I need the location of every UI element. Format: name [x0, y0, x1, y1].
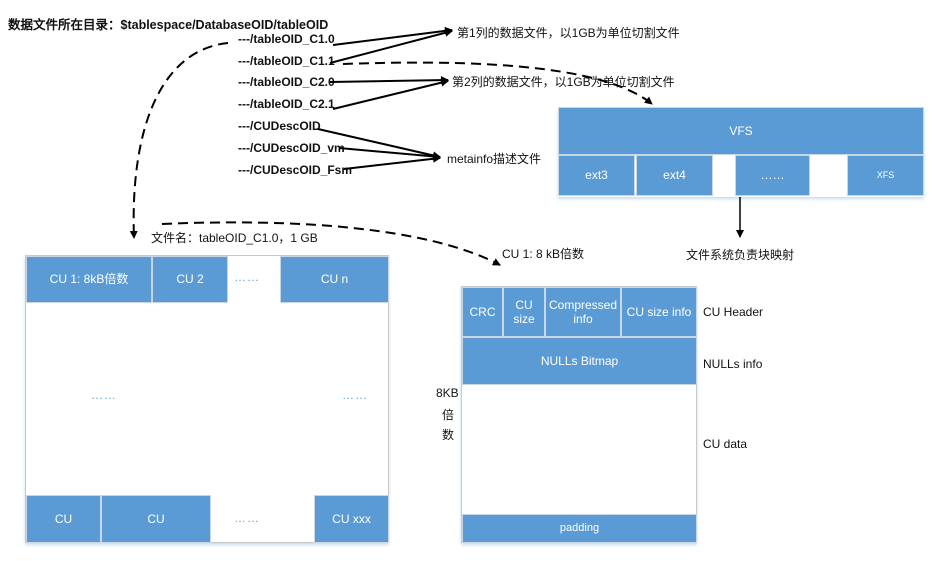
metainfo-annotation: metainfo描述文件	[447, 152, 542, 166]
label-nulls-info: NULLs info	[703, 357, 763, 371]
cu-bottom-cell-1: CU	[26, 495, 101, 543]
size-label-shu: 数	[442, 428, 455, 442]
file-item-c2-0: ---/tableOID_C2.0	[238, 75, 335, 89]
header-crc: CRC	[462, 287, 503, 337]
directory-label: 数据文件所在目录：$tablespace/DatabaseOID/tableOI…	[8, 18, 329, 32]
cu-bottom-cell-2: CU	[101, 495, 211, 543]
nulls-bitmap: NULLs Bitmap	[462, 337, 697, 385]
file-item-c1-0: ---/tableOID_C1.0	[238, 32, 335, 46]
cu-xxx-cell: CU xxx	[314, 495, 389, 543]
arrow-c1-0	[332, 26, 453, 46]
file-item-cudesc: ---/CUDescOID	[238, 119, 321, 133]
file-item-c1-1: ---/tableOID_C1.1	[238, 54, 335, 68]
fs-ext4: ext4	[636, 155, 713, 196]
arrow-c2-1	[332, 78, 449, 110]
file-item-cudesc-vm: ---/CUDescOID_vm	[238, 141, 345, 155]
arrow-cudesc-fsm	[343, 154, 441, 170]
middle-ellipsis-right: ……	[342, 388, 368, 402]
file-item-c2-1: ---/tableOID_C2.1	[238, 97, 335, 111]
fs-ellipsis: ……	[735, 155, 810, 196]
arrow-cudesc-vm	[338, 147, 441, 161]
cu-n-cell: CU n	[280, 256, 389, 303]
header-compressed-info: Compressed info	[545, 287, 621, 337]
vfs-block: VFS ext3 ext4 …… XFS	[558, 107, 924, 197]
col2-annotation: 第2列的数据文件，以1GB为单位切割文件	[452, 75, 675, 89]
top-row-ellipsis: ……	[234, 270, 260, 284]
header-cu-size: CU size	[503, 287, 545, 337]
size-label-8kb: 8KB	[436, 386, 459, 400]
cu-1-cell: CU 1: 8kB倍数	[26, 256, 152, 303]
arrow-c2-0	[329, 76, 449, 85]
file-item-cudesc-fsm: ---/CUDescOID_Fsm	[238, 163, 353, 177]
cu-2-cell: CU 2	[152, 256, 228, 303]
label-cu-data: CU data	[703, 437, 748, 451]
label-cu-header: CU Header	[703, 305, 764, 319]
size-label-bei: 倍	[442, 408, 455, 422]
arrow-c1-1	[329, 28, 453, 64]
dashed-dir-to-file	[129, 42, 229, 239]
fs-mapping-annotation: 文件系统负责块映射	[686, 248, 795, 262]
col1-annotation: 第1列的数据文件，以1GB为单位切割文件	[457, 26, 680, 40]
cu-block: CRC CU size Compressed info CU size info…	[461, 286, 697, 543]
padding-row: padding	[462, 514, 697, 543]
file-name-annotation: 文件名：tableOID_C1.0，1 GB	[151, 231, 318, 245]
bottom-row-ellipsis: ……	[234, 511, 260, 525]
header-cu-size-info: CU size info	[621, 287, 697, 337]
fs-xfs: XFS	[847, 155, 924, 196]
vfs-layer: VFS	[558, 107, 924, 155]
cu1-size-annotation: CU 1: 8 kB倍数	[502, 247, 585, 261]
middle-ellipsis-left: ……	[91, 388, 117, 402]
file-block: CU 1: 8kB倍数 CU 2 …… CU n …… …… CU CU …… …	[25, 255, 389, 543]
fs-ext3: ext3	[558, 155, 635, 196]
